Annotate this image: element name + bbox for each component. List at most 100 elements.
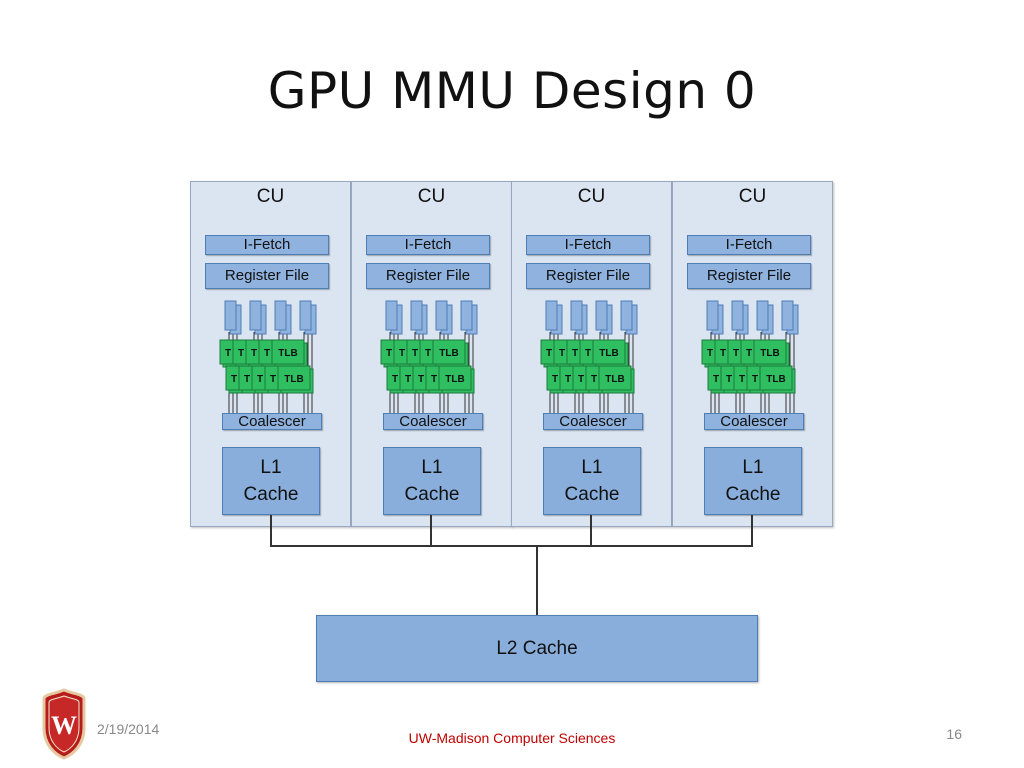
tlb-label: T [565, 374, 571, 385]
slide-number: 16 [946, 726, 962, 742]
tlb-box [432, 339, 466, 365]
tlb-label: T [225, 348, 231, 359]
simd-lane [731, 300, 744, 331]
l1-cache-line2: Cache [564, 484, 620, 505]
register-file-block: Register File [366, 263, 490, 289]
simd-lane [781, 300, 794, 331]
tlb-label: TLB [766, 374, 785, 385]
tlb-label: T [559, 348, 565, 359]
l1-cache-line1: L1 [260, 457, 282, 478]
tlb-label: T [552, 374, 558, 385]
l1-cache-line1: L1 [742, 457, 764, 478]
ifetch-block: I-Fetch [526, 235, 650, 255]
simd-lane [435, 300, 448, 331]
cu-label: CU [417, 186, 446, 207]
tlb-box [592, 339, 626, 365]
simd-lane [706, 300, 719, 331]
simd-lane [620, 300, 633, 331]
slide-date: 2/19/2014 [97, 721, 160, 737]
simd-lane [249, 300, 262, 331]
coalescer-block: Coalescer [704, 413, 804, 430]
simd-lane [224, 300, 237, 331]
tlb-label: T [726, 374, 732, 385]
tlb-label: T [578, 374, 584, 385]
simd-lane [570, 300, 583, 331]
uw-crest-logo: W [42, 688, 86, 760]
simd-lane [460, 300, 473, 331]
coalescer-block: Coalescer [383, 413, 483, 430]
tlb-label: T [244, 374, 250, 385]
l1-cache-block: L1 Cache [543, 447, 641, 515]
tlb-label: TLB [284, 374, 303, 385]
ifetch-block: I-Fetch [366, 235, 490, 255]
tlb-label: T [392, 374, 398, 385]
l1-cache-block: L1 Cache [704, 447, 802, 515]
simd-lane [756, 300, 769, 331]
tlb-label: TLB [445, 374, 464, 385]
simd-lane [385, 300, 398, 331]
tlb-label: T [431, 374, 437, 385]
tlb-label: T [251, 348, 257, 359]
slide-footer: UW-Madison Computer Sciences [408, 730, 616, 746]
tlb-box [759, 365, 793, 391]
register-file-block: Register File [526, 263, 650, 289]
tlb-label: T [238, 348, 244, 359]
tlb-label: T [386, 348, 392, 359]
l1-cache-block: L1 Cache [383, 447, 481, 515]
tlb-label: T [707, 348, 713, 359]
tlb-label: T [399, 348, 405, 359]
slide-title: GPU MMU Design 0 [267, 62, 757, 120]
simd-lane [410, 300, 423, 331]
register-file-block: Register File [205, 263, 329, 289]
cu-label: CU [738, 186, 767, 207]
tlb-box [271, 339, 305, 365]
ifetch-block: I-Fetch [687, 235, 811, 255]
tlb-box [753, 339, 787, 365]
tlb-label: T [752, 374, 758, 385]
tlb-label: T [720, 348, 726, 359]
l1-cache-block: L1 Cache [222, 447, 320, 515]
ifetch-block: I-Fetch [205, 235, 329, 255]
l1-cache-line1: L1 [581, 457, 603, 478]
tlb-label: T [713, 374, 719, 385]
l1-cache-line2: Cache [404, 484, 460, 505]
tlb-label: T [418, 374, 424, 385]
tlb-label: T [733, 348, 739, 359]
tlb-label: T [572, 348, 578, 359]
tlb-label: T [270, 374, 276, 385]
tlb-box [277, 365, 311, 391]
tlb-label: T [585, 348, 591, 359]
simd-lane [299, 300, 312, 331]
l2-cache-block: L2 Cache [316, 615, 758, 682]
coalescer-block: Coalescer [543, 413, 643, 430]
simd-lane [595, 300, 608, 331]
tlb-label: T [231, 374, 237, 385]
tlb-label: T [746, 348, 752, 359]
tlb-label: T [412, 348, 418, 359]
tlb-label: TLB [605, 374, 624, 385]
l1-cache-line2: Cache [725, 484, 781, 505]
tlb-label: T [546, 348, 552, 359]
tlb-label: T [257, 374, 263, 385]
tlb-label: T [405, 374, 411, 385]
tlb-label: TLB [599, 348, 618, 359]
register-file-block: Register File [687, 263, 811, 289]
l1-cache-line2: Cache [243, 484, 299, 505]
l1-cache-line1: L1 [421, 457, 443, 478]
tlb-label: T [739, 374, 745, 385]
tlb-box [598, 365, 632, 391]
tlb-label: TLB [760, 348, 779, 359]
logo-letter: W [51, 711, 77, 740]
tlb-label: TLB [278, 348, 297, 359]
simd-lane [545, 300, 558, 331]
cu-label: CU [256, 186, 285, 207]
tlb-label: TLB [439, 348, 458, 359]
